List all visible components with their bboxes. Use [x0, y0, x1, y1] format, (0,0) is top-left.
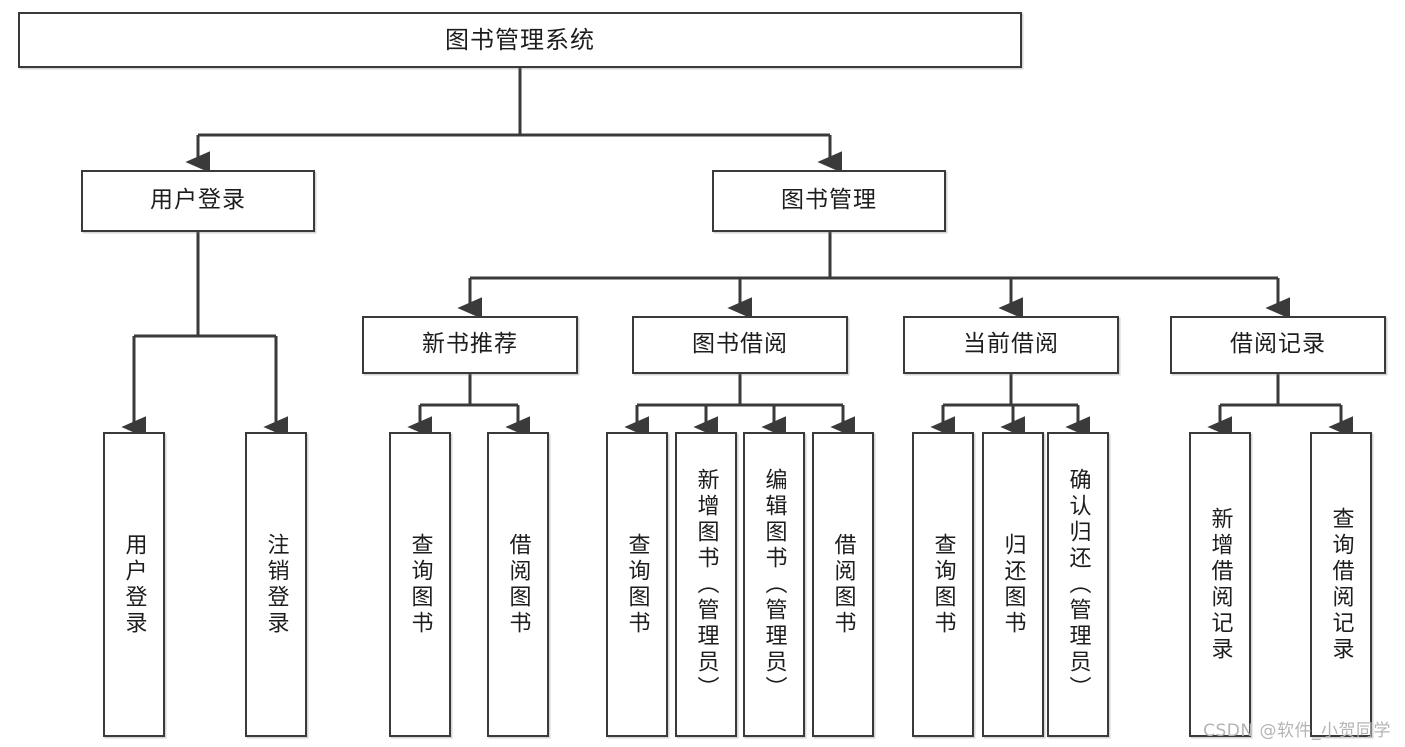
node-borrow-record[interactable]: 借阅记录: [1170, 316, 1386, 374]
node-book-borrow[interactable]: 图书借阅: [632, 316, 848, 374]
node-leaf-return-book[interactable]: 归还图书: [982, 432, 1044, 737]
node-label: 编辑图书（管理员）: [761, 467, 787, 702]
node-label: 新增图书（管理员）: [693, 467, 719, 702]
node-leaf-confirm-return[interactable]: 确认归还（管理员）: [1047, 432, 1109, 737]
node-leaf-query-record[interactable]: 查询借阅记录: [1310, 432, 1372, 737]
node-leaf-user-login[interactable]: 用户登录: [103, 432, 165, 737]
node-leaf-query-book-2[interactable]: 查询图书: [606, 432, 668, 737]
node-label: 新增借阅记录: [1207, 506, 1233, 663]
watermark-csdn: CSDN @软件_小贺同学: [1203, 721, 1391, 741]
node-label: 归还图书: [1000, 532, 1026, 637]
node-label: 用户登录: [121, 532, 147, 637]
node-user-login[interactable]: 用户登录: [81, 170, 315, 232]
node-label: 查询图书: [930, 532, 956, 637]
node-leaf-borrow-book-1[interactable]: 借阅图书: [487, 432, 549, 737]
node-current-borrow[interactable]: 当前借阅: [903, 316, 1119, 374]
node-label: 借阅图书: [505, 532, 531, 637]
node-label: 注销登录: [263, 532, 289, 637]
node-leaf-add-record[interactable]: 新增借阅记录: [1189, 432, 1251, 737]
node-label: 查询借阅记录: [1328, 506, 1354, 663]
node-leaf-logout-login[interactable]: 注销登录: [245, 432, 307, 737]
node-label: 查询图书: [407, 532, 433, 637]
node-leaf-add-book[interactable]: 新增图书（管理员）: [675, 432, 737, 737]
node-root[interactable]: 图书管理系统: [18, 12, 1022, 68]
node-book-management[interactable]: 图书管理: [712, 170, 946, 232]
node-label: 查询图书: [624, 532, 650, 637]
node-leaf-query-book-1[interactable]: 查询图书: [389, 432, 451, 737]
node-leaf-query-book-3[interactable]: 查询图书: [912, 432, 974, 737]
node-leaf-edit-book[interactable]: 编辑图书（管理员）: [743, 432, 805, 737]
node-leaf-borrow-book-2[interactable]: 借阅图书: [812, 432, 874, 737]
node-label: 借阅图书: [830, 532, 856, 637]
node-label: 确认归还（管理员）: [1065, 467, 1091, 702]
node-new-book-recommend[interactable]: 新书推荐: [362, 316, 578, 374]
